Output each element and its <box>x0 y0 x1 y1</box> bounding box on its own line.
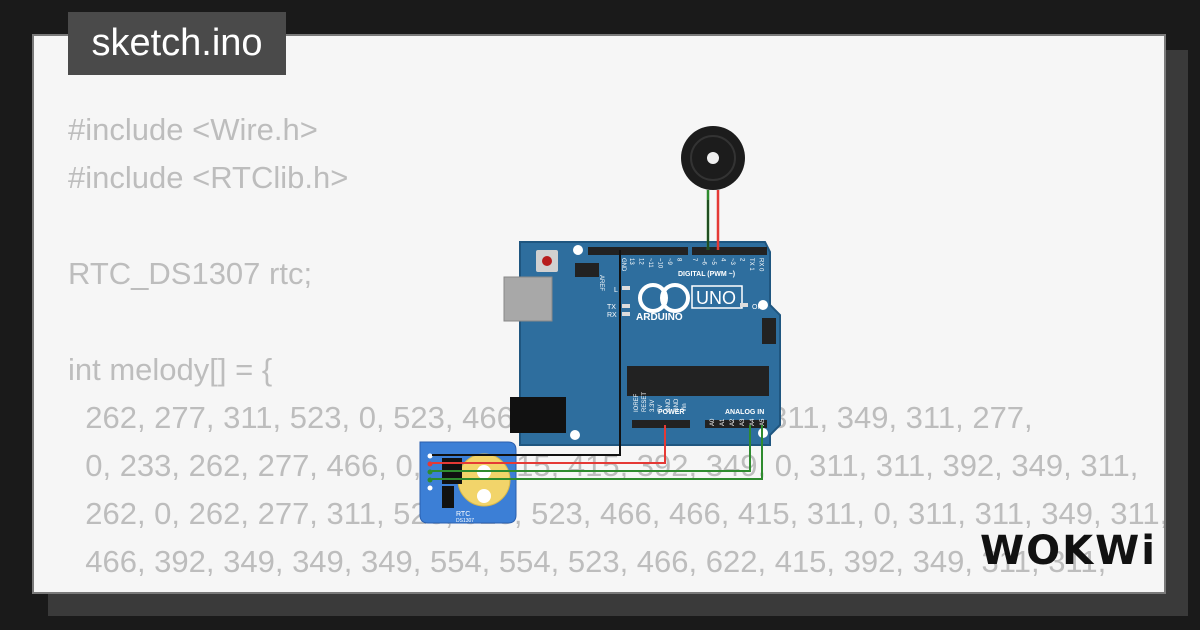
ioref-label: IOREF <box>634 393 640 412</box>
led-on <box>740 303 748 307</box>
gnd-wire <box>432 250 621 456</box>
digital-pin-label: 8 <box>676 258 682 262</box>
file-tab-sketch[interactable]: sketch.ino <box>68 12 286 75</box>
vcc-wire <box>432 425 666 464</box>
rtc-chip-label: DS1307 <box>456 518 474 524</box>
gnd2-label: GND <box>674 398 680 412</box>
vin-label: Vin <box>682 403 688 412</box>
led-tx <box>622 304 630 308</box>
gnd1-label: GND <box>666 398 672 412</box>
icsp-header <box>575 263 599 277</box>
piezo-buzzer[interactable] <box>681 126 745 190</box>
led-l-label: L <box>614 287 618 294</box>
arduino-uno-board[interactable]: UNO ARDUINO DIGITAL (PWM ~) POWER ANALOG… <box>503 241 781 446</box>
atmega-chip <box>627 366 769 396</box>
digital-pin-label: 12 <box>638 258 644 265</box>
digital-pin-label: 4 <box>720 258 726 262</box>
icsp-header-right <box>762 318 776 344</box>
mount-hole <box>570 430 580 440</box>
5v-label: 5V <box>658 405 664 412</box>
led-rx-label: RX <box>607 312 617 319</box>
board-brand: ARDUINO <box>636 312 683 323</box>
digital-header-right <box>692 247 767 255</box>
code-line: #include <Wire.h> <box>68 112 318 147</box>
code-line: #include <RTClib.h> <box>68 160 349 195</box>
wokwi-logo: WOKWi <box>980 528 1157 574</box>
power-label: POWER <box>658 409 684 416</box>
digital-header-left <box>588 247 688 255</box>
power-pin-labels: IOREF RESET 3.3V 5V GND GND Vin <box>634 392 688 412</box>
board-model: UNO <box>696 288 736 308</box>
code-line: RTC_DS1307 rtc; <box>68 256 313 291</box>
power-header <box>632 420 690 428</box>
digital-pin-label: ~6 <box>701 258 707 266</box>
digital-pin-label: ~10 <box>657 258 663 269</box>
digital-pin-label: ~3 <box>729 258 735 266</box>
digital-pin-label: ~9 <box>666 258 672 266</box>
analog-pin-label: A1 <box>720 418 726 426</box>
led-l <box>622 286 630 290</box>
gnd-label: GND <box>620 258 626 272</box>
digital-pin-label: TX 1 <box>748 258 754 271</box>
digital-pin-label: 2 <box>739 258 745 262</box>
analog-pin-label: A5 <box>760 418 766 426</box>
code-line: 0, 233, 262, 277, 466, 0, 466, 415, 415,… <box>68 448 1139 483</box>
led-on-label: ON <box>752 304 763 311</box>
digital-pin-label: 7 <box>691 258 697 262</box>
analog-header <box>705 420 767 428</box>
led-tx-label: TX <box>607 304 616 311</box>
digital-pin-label: 13 <box>628 258 634 265</box>
mount-hole <box>573 245 583 255</box>
analog-label: ANALOG IN <box>725 409 764 416</box>
digital-pin-label: RX 0 <box>758 258 764 272</box>
sda-wire <box>432 425 751 472</box>
digital-pin-label: ~11 <box>647 258 653 268</box>
buzzer-hole <box>707 152 719 164</box>
analog-pin-label: A3 <box>740 418 746 426</box>
mount-hole <box>758 300 768 310</box>
code-line: int melody[] = { <box>68 352 273 387</box>
3v3-label: 3.3V <box>650 400 656 412</box>
code-line: 466, 392, 349, 349, 349, 554, 554, 523, … <box>68 544 1107 579</box>
reset-label: RESET <box>642 392 648 412</box>
rtc-crystal <box>442 486 454 508</box>
usb-port <box>503 276 553 322</box>
led-rx <box>622 312 630 316</box>
scl-wire <box>432 425 763 480</box>
uno-badge <box>691 285 743 309</box>
rtc-label: RTC <box>456 511 470 518</box>
digital-label: DIGITAL (PWM ~) <box>678 271 735 278</box>
analog-pin-label: A2 <box>730 418 736 426</box>
reset-button-cap <box>542 256 552 266</box>
aref-label: AREF <box>598 275 604 291</box>
analog-pin-labels: A0 A1 A2 A3 A4 A5 <box>710 418 766 426</box>
digital-pin-label: ~5 <box>710 258 716 266</box>
power-jack <box>510 397 566 433</box>
arduino-logo-icon <box>638 283 690 313</box>
analog-pin-label: A4 <box>750 418 756 426</box>
analog-pin-label: A0 <box>710 418 716 426</box>
